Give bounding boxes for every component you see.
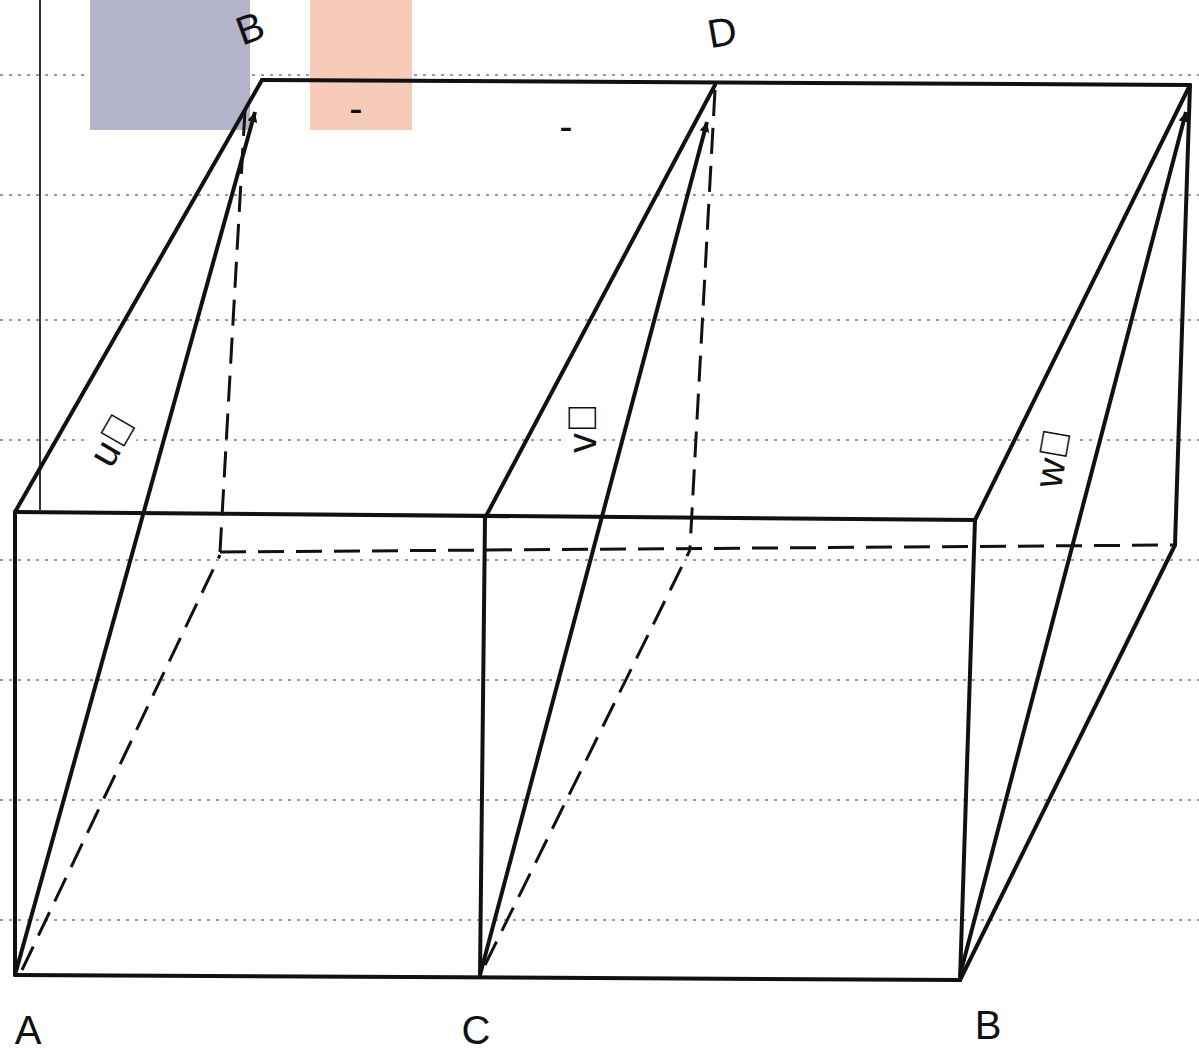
vertex-label: A — [12, 1009, 45, 1051]
highlight-blue — [90, 0, 250, 130]
dash-mark: - — [556, 105, 575, 147]
notebook-lines — [0, 75, 1199, 920]
prism-edges — [15, 80, 1190, 980]
vertex-label: D — [701, 8, 743, 55]
vector-label: w⃗ — [1026, 422, 1079, 493]
vertex-label: C — [459, 1009, 494, 1051]
vectors — [15, 112, 1186, 975]
highlight-pink — [310, 0, 412, 130]
vector-label: v⃗ — [561, 400, 603, 456]
vertex-label: B — [972, 1004, 1005, 1046]
dash-mark: - — [346, 87, 365, 129]
margin-line — [39, 0, 41, 510]
vector-label: u⃗ — [79, 404, 144, 475]
